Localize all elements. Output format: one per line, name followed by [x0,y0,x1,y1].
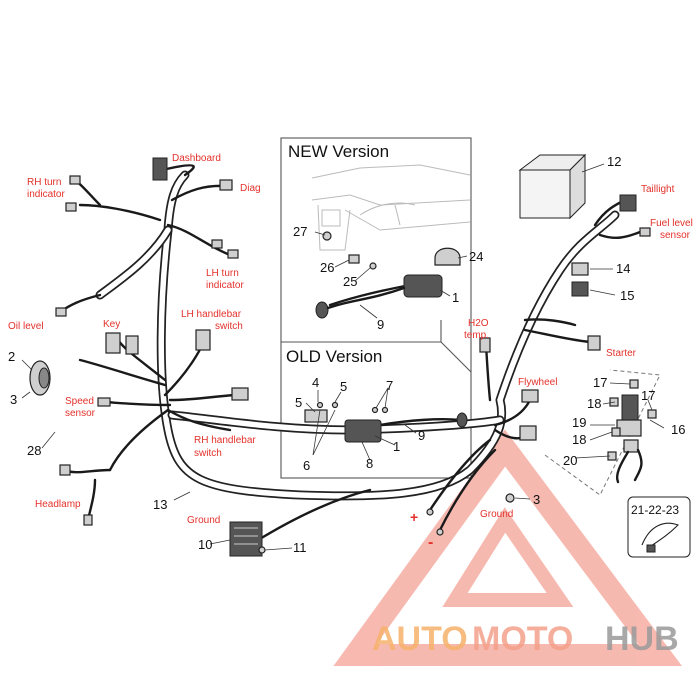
label-diag: Diag [240,183,261,194]
watermark-moto: MOTO [472,620,573,658]
label-speed-1: Speed [65,396,94,407]
label-plus: + [410,509,418,525]
num-3-left: 3 [10,392,17,407]
new-ecu [403,274,443,298]
relay-15 [571,281,589,297]
num-13: 13 [153,497,167,512]
num-3-right: 3 [533,492,540,507]
label-fuel-1: Fuel level [650,218,693,229]
label-rh-handlebar-1: RH handlebar [194,435,256,446]
num-7: 7 [386,378,393,393]
main-harness [95,170,620,501]
label-dashboard: Dashboard [172,153,221,164]
num-27: 27 [293,224,307,239]
num-24: 24 [469,249,483,264]
label-oil-level: Oil level [8,321,44,332]
relay-14 [571,262,589,276]
label-key: Key [103,319,120,330]
num-9-new: 9 [377,317,384,332]
num-12: 12 [607,154,621,169]
num-10: 10 [198,537,212,552]
battery [518,153,587,220]
num-1-new: 1 [452,290,459,305]
part-numbers: 1 1 2 3 3 4 5 5 6 7 8 9 9 10 11 12 13 14… [8,154,685,555]
version-inset-frame [280,137,472,479]
leader-lines [21,163,665,551]
num-5-left: 5 [295,395,302,410]
components [29,153,691,558]
inset-divider-c [440,341,472,373]
label-taillight: Taillight [641,184,675,195]
num-9-old: 9 [418,428,425,443]
num-28: 28 [27,443,41,458]
num-17-left: 17 [593,375,607,390]
label-minus: - [428,534,433,551]
label-lh-handlebar-1: LH handlebar [181,309,242,320]
num-26: 26 [320,260,334,275]
num-5-top: 5 [340,379,347,394]
label-flywheel: Flywheel [518,377,557,388]
num-25: 25 [343,274,357,289]
rh-handlebar-switch [231,387,249,401]
watermark-hub: HUB [605,620,679,658]
label-rh-handlebar-2: switch [194,448,222,459]
num-18-bottom: 18 [572,432,586,447]
num-21-22-23: 21-22-23 [631,503,679,517]
label-ground-left: Ground [187,515,220,526]
label-speed-2: sensor [65,408,96,419]
dashboard-connector [152,157,168,181]
label-starter: Starter [606,348,637,359]
label-ground-right: Ground [480,509,513,520]
lh-handlebar-switch [195,329,211,351]
num-1-old: 1 [393,439,400,454]
watermark-logo [333,429,682,666]
label-rh-turn-2: indicator [27,189,65,200]
num-2: 2 [8,349,15,364]
new-version-title: NEW Version [288,142,389,161]
watermark-text: AUTO MOTO HUB [372,620,679,658]
new-sensor-24 [434,247,461,266]
diag-connector [219,179,233,191]
label-fuel-2: sensor [660,230,691,241]
old-version-title: OLD Version [286,347,382,366]
num-18-top: 18 [587,396,601,411]
label-rh-turn-1: RH turn [27,177,61,188]
num-17-right: 17 [641,388,655,403]
num-4: 4 [312,375,319,390]
num-8: 8 [366,456,373,471]
label-lh-turn-1: LH turn [206,268,239,279]
label-h2o-1: H2O [468,318,489,329]
component-labels: Dashboard Diag RH turn indicator LH turn… [8,153,693,551]
label-h2o-2: temp. [464,330,489,341]
num-11: 11 [293,540,307,555]
num-19: 19 [572,415,586,430]
frame-sketch [311,164,471,251]
label-lh-turn-2: indicator [206,280,244,291]
num-6: 6 [303,458,310,473]
watermark-auto: AUTO [372,620,468,658]
num-15: 15 [620,288,634,303]
voltage-regulator [229,521,263,557]
old-ecu [344,419,382,443]
num-16: 16 [671,422,685,437]
num-14: 14 [616,261,630,276]
label-lh-handlebar-2: switch [215,321,243,332]
label-headlamp: Headlamp [35,499,81,510]
num-20: 20 [563,453,577,468]
key-switch [105,332,121,354]
